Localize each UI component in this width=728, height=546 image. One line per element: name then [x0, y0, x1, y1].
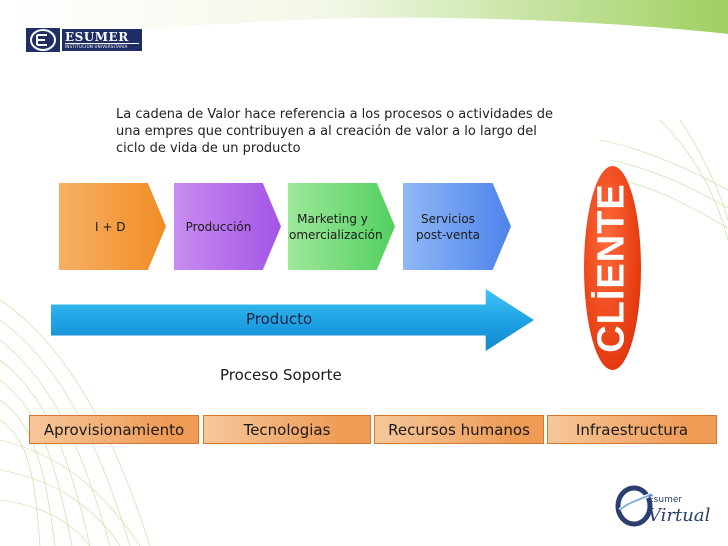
esumer-wordmark: ESUMER INSTITUCION UNIVERSITARIA: [62, 28, 142, 51]
stage-marketing: Marketing y comercialización: [288, 183, 395, 270]
esumer-emblem-icon: [26, 27, 60, 52]
logo-subtitle: INSTITUCION UNIVERSITARIA: [65, 42, 139, 49]
logo-name: ESUMER: [65, 29, 129, 44]
esumer-virtual-logo: Esumer Virtual: [614, 480, 710, 530]
support-item-aprovisionamiento: Aprovisionamiento: [29, 415, 199, 444]
intro-text: La cadena de Valor hace referencia a los…: [116, 107, 554, 156]
stage-produccion: Producción: [174, 183, 281, 270]
esumer-virtual-swirl-icon: [615, 485, 653, 527]
support-item-infraestructura: Infraestructura: [547, 415, 717, 444]
support-item-tecnologias: Tecnologias: [203, 415, 371, 444]
footer-brand: Esumer: [648, 495, 683, 505]
customer-oval: [584, 166, 641, 370]
stage-servicios: Servicios post-venta: [403, 183, 511, 270]
support-process-title: Proceso Soporte: [220, 366, 342, 384]
esumer-logo: ESUMER INSTITUCION UNIVERSITARIA: [26, 27, 142, 52]
support-item-recursos-humanos: Recursos humanos: [374, 415, 544, 444]
product-flow-label: Producto: [246, 310, 313, 328]
footer-product: Virtual: [648, 505, 711, 526]
stage-i-d: I + D: [59, 183, 166, 270]
customer-label: CLİENTE: [590, 183, 633, 353]
